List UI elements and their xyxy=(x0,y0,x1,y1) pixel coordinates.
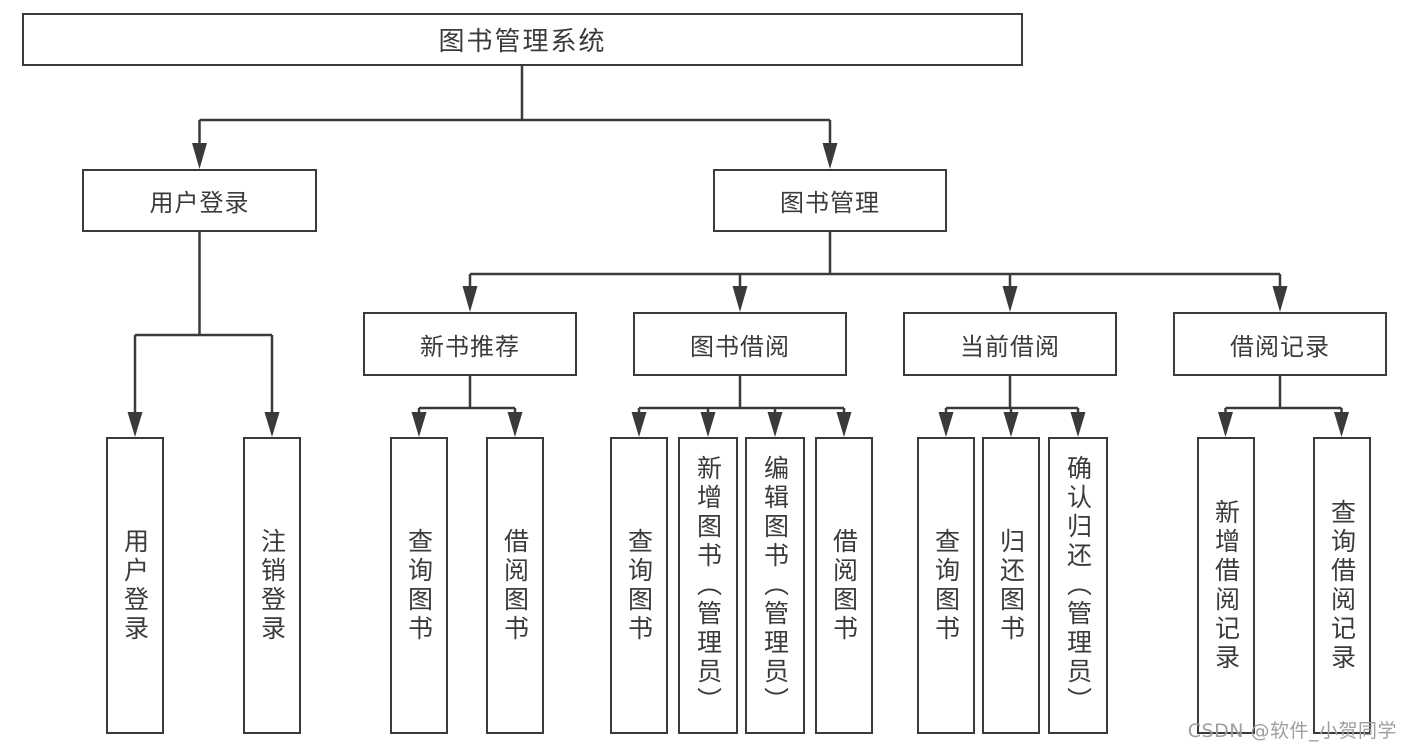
leaf-user-login-label: 用户登录 xyxy=(120,527,150,644)
node-current-borrowing-label: 当前借阅 xyxy=(960,332,1060,361)
connector-current-borrow-children xyxy=(938,376,1086,437)
leaf-bb-borrow-book-label: 借阅图书 xyxy=(829,527,859,644)
node-new-book-recommendation: 新书推荐 xyxy=(363,312,577,376)
leaf-rec-query-book-label: 查询图书 xyxy=(404,527,434,644)
leaf-br-query-record: 查询借阅记录 xyxy=(1313,437,1371,734)
leaf-br-add-record: 新增借阅记录 xyxy=(1197,437,1255,734)
leaf-rec-borrow-book: 借阅图书 xyxy=(486,437,544,734)
leaf-cb-confirm-return-admin: 确认归还（管理员） xyxy=(1048,437,1108,734)
leaf-cb-return-book: 归还图书 xyxy=(982,437,1040,734)
connector-user-login-children xyxy=(127,232,280,437)
node-root-system: 图书管理系统 xyxy=(22,13,1023,66)
node-user-login-label: 用户登录 xyxy=(149,189,250,217)
leaf-bb-query-book: 查询图书 xyxy=(610,437,668,734)
leaf-br-add-record-label: 新增借阅记录 xyxy=(1211,498,1241,673)
leaf-bb-borrow-book: 借阅图书 xyxy=(815,437,873,734)
connector-borrow-record-children xyxy=(1218,376,1349,437)
node-new-book-recommendation-label: 新书推荐 xyxy=(420,332,520,361)
leaf-cb-return-book-label: 归还图书 xyxy=(996,527,1026,644)
leaf-logout-label: 注销登录 xyxy=(257,527,287,644)
node-book-borrowing: 图书借阅 xyxy=(633,312,847,376)
node-borrowing-records-label: 借阅记录 xyxy=(1230,332,1330,361)
connector-book-borrow-children xyxy=(631,376,852,437)
leaf-bb-add-book-admin: 新增图书（管理员） xyxy=(678,437,738,734)
node-current-borrowing: 当前借阅 xyxy=(903,312,1117,376)
node-book-management-label: 图书管理 xyxy=(780,189,880,217)
leaf-br-query-record-label: 查询借阅记录 xyxy=(1327,498,1357,673)
leaf-bb-edit-book-admin-label: 编辑图书（管理员） xyxy=(760,455,790,716)
node-book-borrowing-label: 图书借阅 xyxy=(690,332,790,361)
node-root-system-label: 图书管理系统 xyxy=(438,27,607,57)
leaf-cb-confirm-return-admin-label: 确认归还（管理员） xyxy=(1063,455,1093,716)
leaf-bb-query-book-label: 查询图书 xyxy=(624,527,654,644)
leaf-bb-add-book-admin-label: 新增图书（管理员） xyxy=(693,455,723,716)
leaf-rec-borrow-book-label: 借阅图书 xyxy=(500,527,530,644)
connector-new-book-rec-children xyxy=(411,376,523,437)
node-book-management: 图书管理 xyxy=(713,169,947,232)
node-borrowing-records: 借阅记录 xyxy=(1173,312,1387,376)
leaf-user-login: 用户登录 xyxy=(106,437,164,734)
csdn-watermark: CSDN @软件_小贺同学 xyxy=(1187,720,1397,742)
connector-root-to-level2 xyxy=(192,66,838,169)
connector-book-mgmt-children xyxy=(462,232,1288,312)
leaf-rec-query-book: 查询图书 xyxy=(390,437,448,734)
node-user-login: 用户登录 xyxy=(82,169,317,232)
leaf-cb-query-book-label: 查询图书 xyxy=(931,527,961,644)
leaf-bb-edit-book-admin: 编辑图书（管理员） xyxy=(745,437,805,734)
leaf-logout: 注销登录 xyxy=(243,437,301,734)
leaf-cb-query-book: 查询图书 xyxy=(917,437,975,734)
